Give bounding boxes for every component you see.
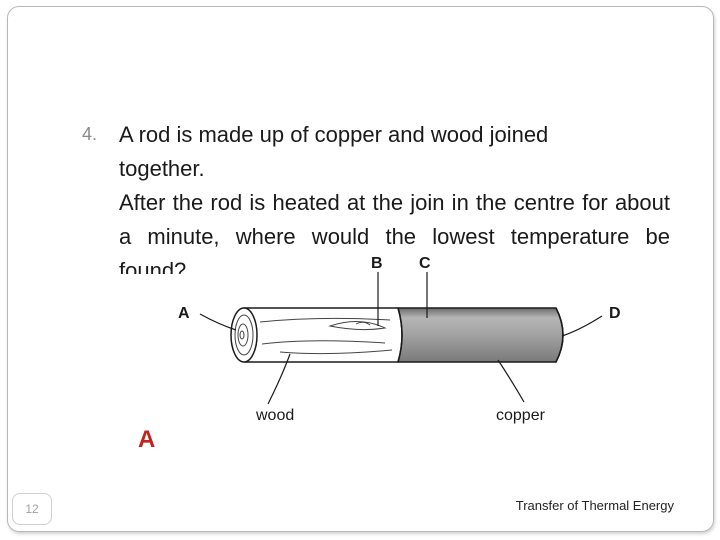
label-b: B <box>371 255 383 272</box>
question-text: A rod is made up of copper and wood join… <box>119 118 670 274</box>
question-line-2: together. <box>119 156 205 181</box>
rod-diagram: A B C D wood copper <box>178 255 621 424</box>
question-number: 4. <box>82 124 98 144</box>
question-line-3: After the rod is heated at the join in t… <box>119 190 670 274</box>
copper-section <box>397 307 564 363</box>
pointer-lines <box>199 272 603 405</box>
label-d: D <box>609 305 621 322</box>
slide-frame <box>7 6 714 532</box>
label-a: A <box>178 305 190 322</box>
slide-number: 12 <box>12 493 52 525</box>
label-wood: wood <box>255 407 294 424</box>
answer: A <box>138 426 156 453</box>
footer-title: Transfer of Thermal Energy <box>515 498 674 513</box>
question-line-1: A rod is made up of copper and wood join… <box>119 122 549 147</box>
label-copper: copper <box>496 407 546 424</box>
wood-section <box>230 307 403 363</box>
label-c: C <box>419 255 431 272</box>
